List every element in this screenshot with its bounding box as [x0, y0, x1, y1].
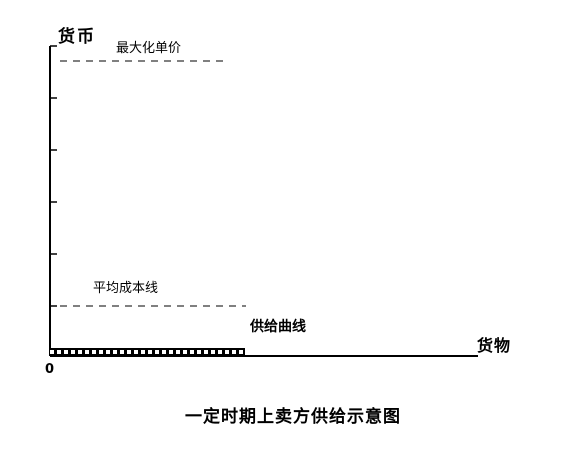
x-axis-label: 货物 — [477, 336, 512, 355]
origin-label: 0 — [45, 362, 55, 377]
supply-curve-label: 供给曲线 — [250, 319, 306, 335]
max-unit-price-label: 最大化单价 — [116, 41, 182, 56]
figure-caption: 一定时期上卖方供给示意图 — [185, 407, 401, 427]
y-axis-label: 货币 — [58, 27, 96, 47]
average-cost-label: 平均成本线 — [93, 281, 159, 296]
y-axis-ticks — [50, 45, 57, 307]
supply-curve-band — [50, 348, 245, 356]
